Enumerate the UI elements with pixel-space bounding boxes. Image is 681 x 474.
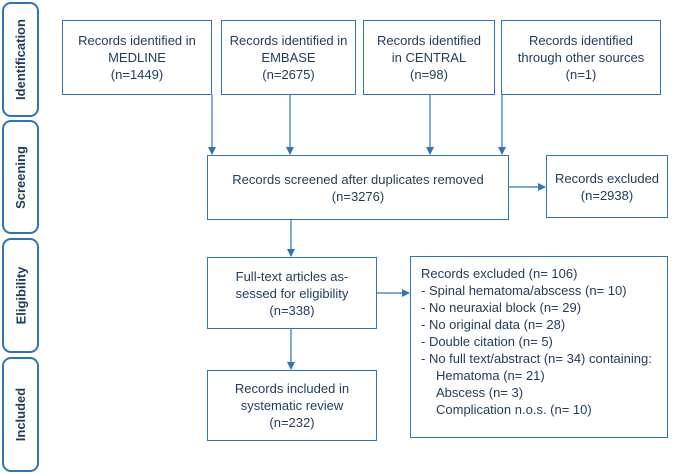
box-medline-line-2: MEDLINE bbox=[108, 50, 166, 65]
excluded-reason-item: - Spinal hematoma/abscess (n= 10) bbox=[421, 283, 627, 298]
box-medline: Records identified in MEDLINE (n=1449) bbox=[62, 20, 212, 95]
box-medline-line-3: (n=1449) bbox=[110, 67, 164, 82]
box-included-line-1: Records included in bbox=[234, 381, 350, 396]
box-embase-line-3: (n=2675) bbox=[262, 67, 315, 82]
excluded-fulltext-title: Records excluded (n= 106) bbox=[421, 266, 578, 281]
box-excluded-fulltext: Records excluded (n= 106) - Spinal hemat… bbox=[410, 256, 668, 438]
box-medline-line-1: Records identified in bbox=[78, 33, 196, 48]
excluded-reason-subitem: Complication n.o.s. (n= 10) bbox=[436, 402, 592, 417]
box-excluded-screening-line-1: Records excluded bbox=[554, 170, 660, 186]
box-central-line-1: Records identified bbox=[376, 33, 482, 48]
stage-identification: Identification bbox=[2, 2, 39, 117]
excluded-reason-subitem: Hematoma (n= 21) bbox=[436, 368, 545, 383]
stage-identification-label: Identification bbox=[13, 19, 29, 100]
box-screened-line-2: (n=3276) bbox=[331, 188, 385, 204]
box-screened-line-1: Records screened after duplicates remove… bbox=[232, 171, 484, 187]
excluded-reason-item: - No original data (n= 28) bbox=[421, 317, 566, 332]
excluded-reason-subitem: Abscess (n= 3) bbox=[436, 385, 524, 400]
box-fulltext-line-1: Full-text articles as- bbox=[235, 268, 349, 284]
box-fulltext: Full-text articles as- sessed for eligib… bbox=[207, 257, 377, 329]
box-central-line-3: (n=98) bbox=[410, 67, 448, 82]
box-other-sources-line-2: through other sources bbox=[517, 50, 645, 65]
box-excluded-screening: Records excluded (n=2938) bbox=[546, 155, 668, 218]
box-included: Records included in systematic review (n… bbox=[207, 370, 377, 441]
stage-included-label: Included bbox=[13, 387, 29, 442]
stage-included: Included bbox=[2, 357, 39, 472]
box-other-sources-line-1: Records identified bbox=[528, 33, 634, 48]
excluded-reason-item: - No full text/abstract (n= 34) containi… bbox=[421, 351, 652, 366]
box-embase-line-1: Records identified in bbox=[229, 33, 348, 48]
stage-eligibility-label: Eligibility bbox=[13, 266, 29, 325]
box-embase-line-2: EMBASE bbox=[261, 50, 316, 65]
box-fulltext-line-2: sessed for eligibility bbox=[235, 285, 349, 301]
box-other-sources-line-3: (n=1) bbox=[565, 67, 597, 82]
excluded-reason-item: - No neuraxial block (n= 29) bbox=[421, 300, 582, 315]
box-central: Records identified in CENTRAL (n=98) bbox=[363, 20, 495, 95]
box-included-line-2: systematic review bbox=[240, 398, 344, 413]
box-excluded-screening-line-2: (n=2938) bbox=[580, 187, 634, 203]
excluded-reason-item: - Double citation (n= 5) bbox=[421, 334, 553, 349]
box-embase: Records identified in EMBASE (n=2675) bbox=[221, 20, 356, 95]
box-central-line-2: in CENTRAL bbox=[391, 50, 467, 65]
box-included-line-3: (n=232) bbox=[269, 415, 315, 430]
box-other-sources: Records identified through other sources… bbox=[501, 20, 661, 95]
box-screened: Records screened after duplicates remove… bbox=[207, 155, 509, 220]
stage-eligibility: Eligibility bbox=[2, 238, 39, 353]
stage-screening-label: Screening bbox=[13, 145, 29, 209]
stage-screening: Screening bbox=[2, 120, 39, 234]
box-fulltext-line-3: (n=338) bbox=[269, 302, 315, 318]
